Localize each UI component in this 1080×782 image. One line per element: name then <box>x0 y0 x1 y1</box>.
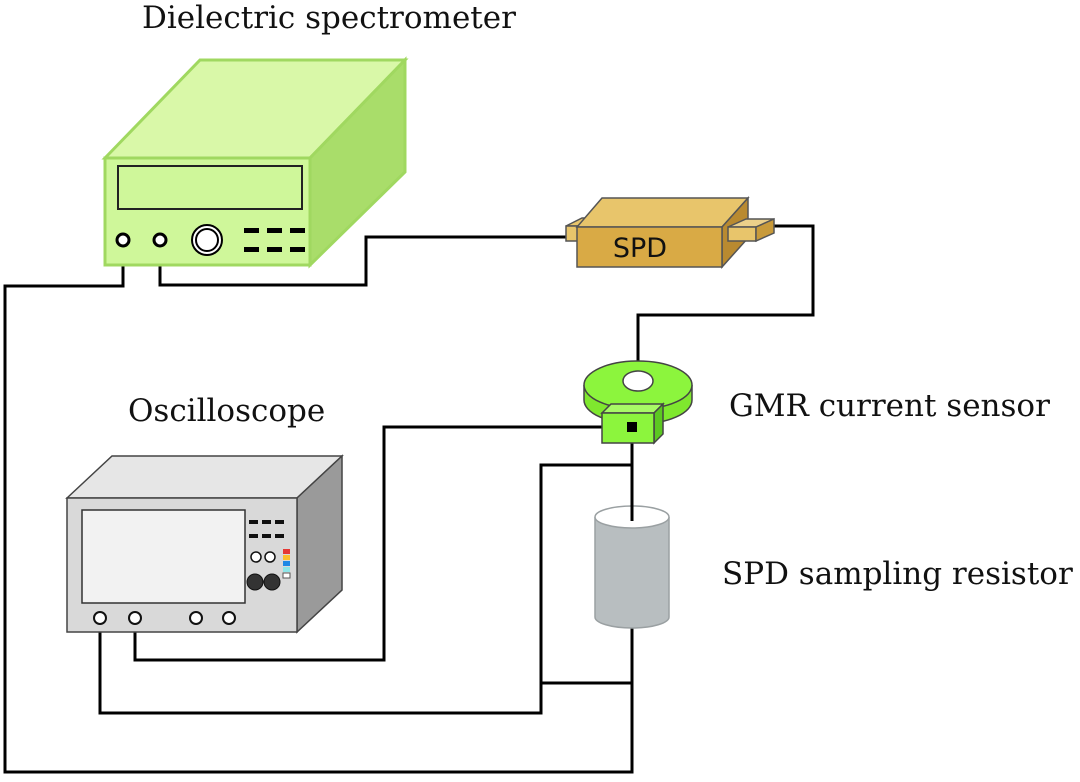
spd-label: SPD <box>613 233 667 264</box>
button-icon <box>262 520 271 524</box>
gmr-sensor-label: GMR current sensor <box>729 388 1050 424</box>
connector-terminal-icon <box>152 232 168 248</box>
sensor-hole <box>622 370 654 392</box>
spectrometer-label: Dielectric spectrometer <box>142 0 516 36</box>
spd-top <box>575 197 750 228</box>
resistor-body <box>594 517 670 629</box>
wire-spectrometer-to-spd <box>158 235 566 287</box>
spd-right-tab-side <box>755 217 775 243</box>
color-indicator-icon <box>283 549 290 554</box>
spd-right-tab <box>727 226 757 242</box>
oscilloscope-top <box>65 455 344 499</box>
knob-icon <box>246 573 264 591</box>
connector-terminal-icon <box>93 611 107 625</box>
wire-spd-to-sensor <box>636 224 815 379</box>
button-icon <box>290 247 305 252</box>
sensor-box-top <box>600 403 665 414</box>
button-icon <box>262 534 271 538</box>
knob-icon <box>250 551 262 563</box>
button-icon <box>275 534 284 538</box>
wire-ground-return <box>3 240 634 774</box>
connector-terminal-icon <box>115 232 131 248</box>
knob-icon-inner <box>195 228 219 252</box>
color-indicator-icon <box>283 561 290 566</box>
button-icon <box>249 520 258 524</box>
oscilloscope-label: Oscilloscope <box>128 393 325 429</box>
button-icon <box>275 520 284 524</box>
spd-front <box>576 226 723 268</box>
sensor-box-front <box>601 412 655 444</box>
wiring <box>3 224 815 774</box>
color-indicator-icon <box>283 555 290 560</box>
wire-sensor-to-oscilloscope <box>133 425 632 662</box>
button-icon <box>290 228 305 233</box>
wire-resistor-to-oscilloscope <box>98 463 632 715</box>
sensor-terminal <box>627 422 637 432</box>
button-icon <box>244 228 259 233</box>
connector-terminal-icon <box>189 611 203 625</box>
button-icon <box>267 247 282 252</box>
knob-icon <box>263 573 281 591</box>
oscilloscope-screen <box>81 509 246 604</box>
knob-icon <box>264 551 276 563</box>
oscilloscope <box>65 454 344 634</box>
dielectric-spectrometer <box>101 56 409 269</box>
connector-terminal-icon <box>222 611 236 625</box>
resistor-label: SPD sampling resistor <box>722 556 1073 592</box>
button-icon <box>249 534 258 538</box>
button-icon <box>244 247 259 252</box>
connector-terminal-icon <box>128 611 142 625</box>
spectrometer-display <box>117 165 303 210</box>
color-indicator-icon <box>283 567 290 572</box>
sampling-resistor <box>594 505 670 629</box>
button-icon <box>267 228 282 233</box>
spd-device: SPD <box>565 196 775 269</box>
color-indicator-icon <box>282 572 291 579</box>
gmr-current-sensor <box>583 360 693 445</box>
